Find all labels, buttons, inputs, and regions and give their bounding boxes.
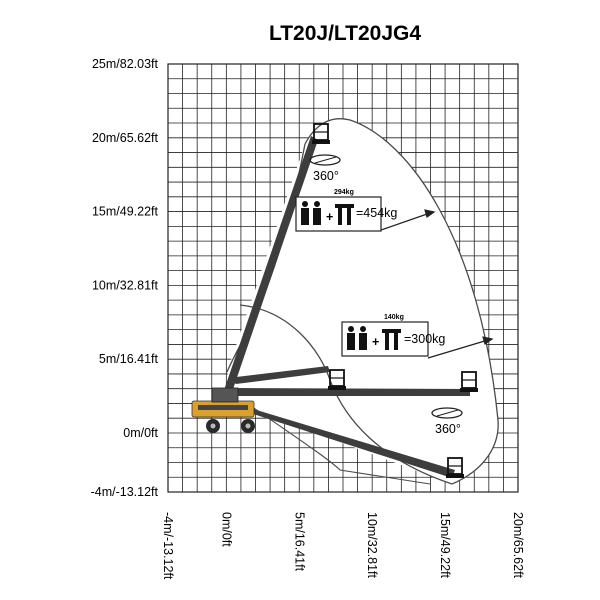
persons-icon-lower	[347, 326, 367, 350]
boom-jib-mid	[228, 366, 330, 384]
basket-top	[312, 123, 330, 144]
boom-down	[240, 405, 455, 478]
envelope-outer-arc	[304, 118, 499, 485]
x-tick-label: 10m/32.81ft	[365, 512, 379, 579]
y-tick-label: 20m/65.62ft	[92, 131, 159, 145]
rotation-symbol-top: 360°	[309, 154, 341, 183]
load-upper-kg: 294kg	[334, 189, 354, 196]
basket-mid	[328, 369, 346, 390]
x-tick-label: 5m/16.41ft	[292, 512, 306, 572]
y-tick-label: 15m/49.22ft	[92, 205, 159, 219]
tools-icon	[335, 204, 354, 225]
x-tick-label: 0m/0ft	[219, 512, 233, 547]
rotation-top-icon	[309, 154, 341, 166]
load-lower-kg: 140kg	[384, 314, 404, 321]
basket-right	[460, 371, 478, 392]
y-tick-label: 25m/82.03ft	[92, 57, 159, 71]
y-tick-label: 10m/32.81ft	[92, 278, 159, 292]
boom-up	[222, 136, 318, 398]
tools-icon-lower	[382, 329, 401, 350]
load-lower-total: =300kg	[404, 332, 445, 346]
rotation-symbol-bottom: 360°	[431, 407, 463, 436]
x-tick-label: 15m/49.22ft	[438, 512, 452, 579]
machine-drawing	[191, 123, 478, 478]
plus-sign-lower: +	[372, 335, 379, 349]
load-upper-total: =454kg	[356, 206, 397, 220]
x-tick-labels: -4m/-13.12ft 0m/0ft 5m/16.41ft 10m/32.81ft 1…	[161, 512, 525, 580]
load-badge-lower: + 140kg =300kg	[341, 314, 445, 357]
wheel-hub-2	[245, 423, 251, 429]
wheel-hub-1	[210, 423, 216, 429]
rotation-label-bottom: 360°	[435, 422, 461, 436]
plus-sign: +	[326, 210, 333, 224]
load-badge-upper: + 294kg =454kg	[295, 189, 397, 232]
x-tick-label: 20m/65.62ft	[511, 512, 525, 579]
pointer-arrows	[380, 209, 494, 359]
x-tick-label: -4m/-13.12ft	[161, 512, 175, 580]
chart-title: LT20J/LT20JG4	[269, 22, 421, 45]
rotation-label-top: 360°	[313, 169, 339, 183]
y-tick-label: -4m/-13.12ft	[91, 485, 159, 499]
chassis-stripe	[198, 405, 248, 410]
arrow-upper	[380, 212, 431, 231]
basket-bottom	[446, 457, 464, 478]
y-tick-label: 0m/0ft	[123, 426, 158, 440]
y-tick-labels: 25m/82.03ft 20m/65.62ft 15m/49.22ft 10m/32.…	[91, 57, 159, 499]
turntable	[211, 387, 239, 403]
arrow-lower	[427, 339, 489, 359]
y-tick-label: 5m/16.41ft	[99, 352, 159, 366]
persons-icon	[301, 201, 321, 225]
boom-horizontal	[235, 388, 470, 396]
rotation-bottom-icon	[431, 407, 463, 419]
